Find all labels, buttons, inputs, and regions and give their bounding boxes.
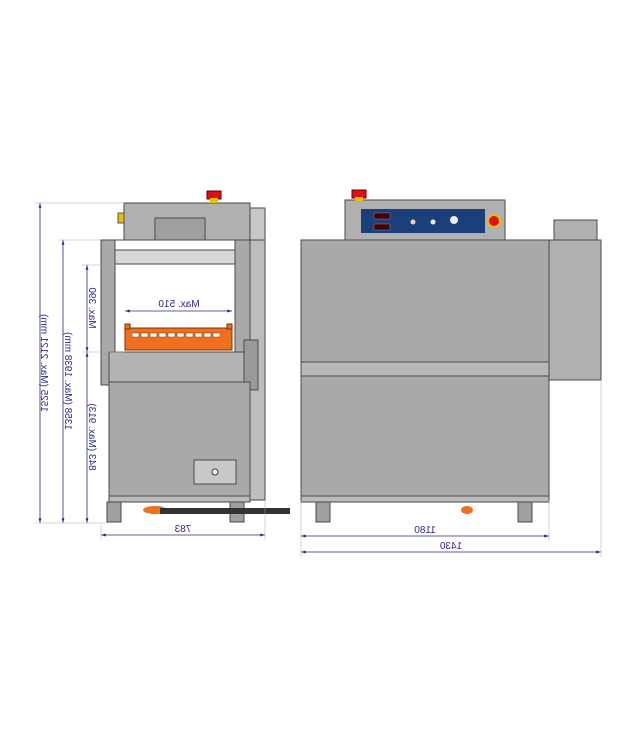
frame-height-label: 1358 (Max. 1938 mm) (62, 332, 73, 430)
table-height-label: 843 (Max. 913) (86, 403, 97, 470)
clearance-height-label: Max. 390 (86, 287, 97, 329)
emergency-stop-icon (206, 190, 222, 200)
dimension-lines (38, 203, 601, 554)
front-view (300, 189, 602, 523)
drain-hose (160, 508, 290, 514)
side-view (100, 190, 290, 523)
total-length-label: 1430 (439, 541, 462, 552)
mirrored-labels: 1525 (Max. 2121 mm) 1358 (Max. 1938 mm) … (38, 287, 462, 552)
basket-width-label: Max. 510 (158, 299, 200, 310)
length-label: 1180 (414, 525, 436, 536)
basket (124, 323, 233, 351)
emergency-stop-icon (489, 216, 499, 226)
extension-lines (35, 202, 602, 557)
depth-label: 783 (174, 524, 191, 535)
total-height-label: 1525 (Max. 2121 mm) (38, 314, 49, 412)
